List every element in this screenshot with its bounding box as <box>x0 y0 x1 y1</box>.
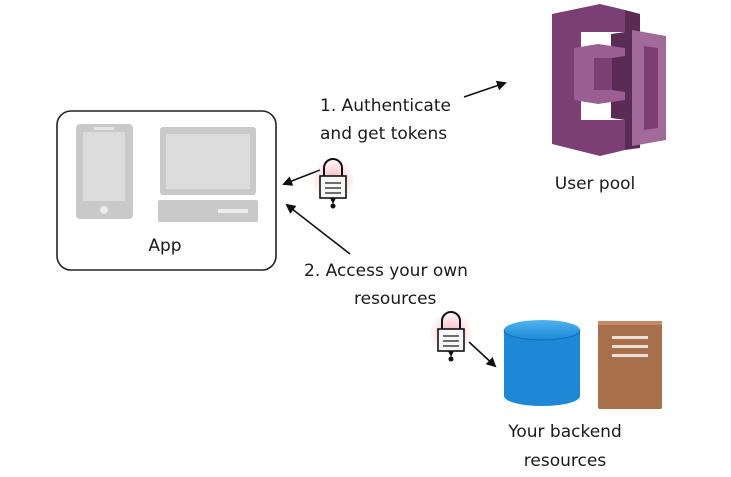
step2-label-line1: 2. Access your own <box>304 261 468 281</box>
step1-label-line1: 1. Authenticate <box>320 96 451 116</box>
database-icon <box>503 320 581 406</box>
lock-icon <box>429 311 473 362</box>
backend-label-line1: Your backend <box>508 422 622 442</box>
server-icon <box>598 321 662 409</box>
lock-icon <box>311 158 355 209</box>
step2-label-line2: resources <box>354 289 437 309</box>
backend-label-line2: resources <box>523 451 607 471</box>
cognito-user-pool-icon <box>552 4 666 156</box>
arrow-authenticate <box>463 80 507 98</box>
arrow-access-to-app <box>285 203 351 255</box>
desktop-icon <box>158 127 258 222</box>
app-label: App <box>148 236 182 256</box>
arrow-access-backend <box>468 341 497 368</box>
phone-icon <box>76 124 133 219</box>
step1-label-line2: and get tokens <box>320 124 448 144</box>
user-pool-label: User pool <box>554 174 636 194</box>
